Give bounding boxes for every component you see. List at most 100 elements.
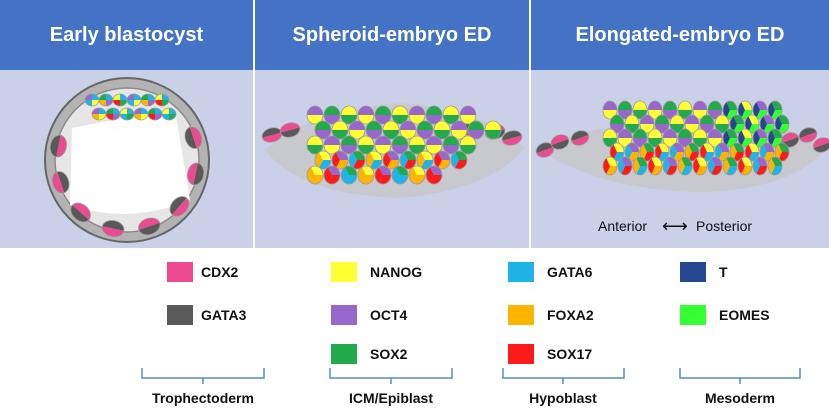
cell bbox=[647, 156, 663, 176]
bracket-trophectoderm bbox=[141, 368, 265, 384]
cell bbox=[374, 165, 392, 185]
cell bbox=[112, 93, 128, 107]
axis-arrow-icon: ⟷ bbox=[662, 216, 688, 236]
cell bbox=[774, 142, 790, 162]
group-label-trophectoderm: Trophectoderm bbox=[152, 390, 254, 406]
cell bbox=[399, 150, 417, 170]
swatch-foxa2 bbox=[508, 305, 534, 325]
cell bbox=[617, 128, 633, 148]
cell bbox=[169, 196, 190, 217]
cell bbox=[484, 120, 502, 140]
cell bbox=[639, 142, 655, 162]
cell bbox=[632, 156, 648, 176]
cell bbox=[154, 93, 170, 107]
bracket-icm-epiblast bbox=[329, 368, 453, 384]
swatch-nanog bbox=[331, 262, 357, 282]
cell bbox=[161, 107, 177, 121]
cell bbox=[654, 142, 670, 162]
cell bbox=[707, 156, 723, 176]
cell bbox=[501, 130, 523, 146]
spheroid-embryo-illustration bbox=[261, 103, 525, 198]
cell bbox=[408, 165, 426, 185]
cell bbox=[261, 127, 283, 143]
cell bbox=[331, 150, 349, 170]
cell bbox=[692, 156, 708, 176]
cell bbox=[425, 165, 443, 185]
panel-header-elongated: Elongated-embryo ED bbox=[531, 0, 829, 70]
legend-label-sox17: SOX17 bbox=[547, 346, 593, 362]
cell bbox=[126, 93, 142, 107]
legend-label-oct4: OCT4 bbox=[370, 307, 408, 323]
swatch-eomes bbox=[680, 305, 706, 325]
cell bbox=[609, 142, 625, 162]
cell bbox=[729, 114, 745, 134]
cell bbox=[98, 93, 114, 107]
cell bbox=[737, 128, 753, 148]
blastocyst-illustration bbox=[44, 77, 210, 243]
cell bbox=[119, 107, 135, 121]
legend-label-sox2: SOX2 bbox=[370, 346, 408, 362]
panel-header-spheroid: Spheroid-embryo ED bbox=[255, 0, 531, 70]
cell bbox=[91, 107, 107, 121]
posterior-label: Posterior bbox=[696, 218, 753, 234]
elongated-embryo-illustration bbox=[535, 100, 829, 192]
legend-label-nanog: NANOG bbox=[370, 264, 423, 280]
legend-label-foxa2: FOXA2 bbox=[547, 307, 594, 323]
cell bbox=[752, 156, 768, 176]
cell bbox=[602, 156, 618, 176]
cell bbox=[570, 130, 590, 146]
legend-label-eomes: EOMES bbox=[719, 307, 770, 323]
cell bbox=[49, 134, 67, 158]
cell bbox=[140, 93, 156, 107]
cell bbox=[306, 165, 324, 185]
cell bbox=[767, 156, 783, 176]
cell bbox=[323, 165, 341, 185]
blastocyst-cells bbox=[49, 93, 205, 238]
cell bbox=[138, 217, 161, 236]
cell bbox=[535, 142, 555, 158]
cell bbox=[550, 134, 570, 150]
elongated-cells bbox=[535, 100, 829, 176]
legend-label-gata3: GATA3 bbox=[201, 307, 247, 323]
cell bbox=[187, 162, 205, 186]
swatch-cdx2 bbox=[167, 262, 193, 282]
cell bbox=[737, 156, 753, 176]
cell bbox=[677, 156, 693, 176]
group-label-mesoderm: Mesoderm bbox=[704, 390, 776, 406]
legend-label-t: T bbox=[719, 264, 728, 280]
cell bbox=[774, 114, 790, 134]
bracket-hypoblast bbox=[502, 368, 625, 384]
anterior-label: Anterior bbox=[598, 218, 648, 234]
cell bbox=[722, 128, 738, 148]
cell bbox=[147, 107, 163, 121]
cell bbox=[617, 156, 633, 176]
group-label-hypoblast: Hypoblast bbox=[529, 390, 597, 406]
swatch-gata6 bbox=[508, 262, 534, 282]
cell bbox=[365, 120, 383, 140]
cell bbox=[609, 114, 625, 134]
cell bbox=[780, 132, 800, 148]
legend-label-cdx2: CDX2 bbox=[201, 264, 239, 280]
cell bbox=[340, 165, 358, 185]
cell bbox=[279, 122, 301, 138]
swatch-sox17 bbox=[508, 344, 534, 364]
bracket-mesoderm bbox=[679, 368, 801, 384]
cell bbox=[433, 150, 451, 170]
cell bbox=[798, 127, 818, 143]
cell bbox=[450, 120, 468, 140]
legend-label-gata6: GATA6 bbox=[547, 264, 593, 280]
cell bbox=[84, 93, 100, 107]
cell bbox=[51, 171, 70, 194]
cell bbox=[391, 165, 409, 185]
cell bbox=[662, 156, 678, 176]
cell bbox=[184, 126, 203, 149]
cell bbox=[133, 107, 149, 121]
cell bbox=[450, 150, 468, 170]
panel-title: Spheroid-embryo ED bbox=[292, 24, 492, 46]
spheroid-cells bbox=[261, 105, 523, 185]
swatch-gata3 bbox=[167, 305, 193, 325]
cell bbox=[105, 107, 121, 121]
cell bbox=[314, 150, 332, 170]
cell bbox=[357, 165, 375, 185]
panel-title: Elongated-embryo ED bbox=[575, 24, 785, 46]
